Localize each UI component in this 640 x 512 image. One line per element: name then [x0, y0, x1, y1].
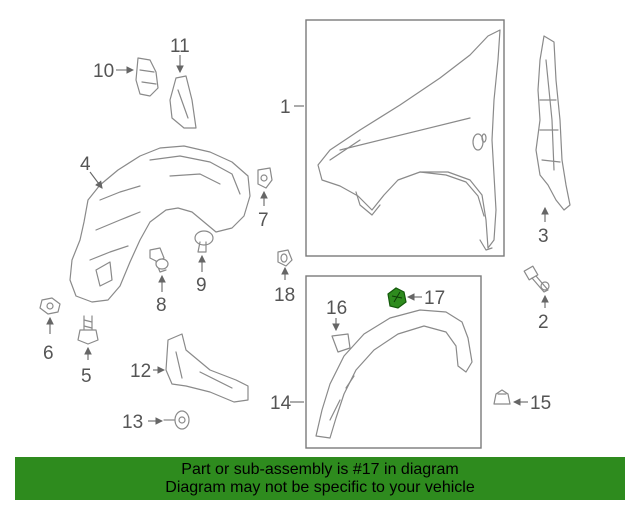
callout-12: 12 — [130, 361, 151, 382]
callout-8: 8 — [156, 295, 167, 316]
fender-group[interactable] — [305, 19, 505, 257]
part-3-bracket[interactable] — [535, 35, 571, 211]
callout-4: 4 — [80, 154, 91, 175]
callout-2: 2 — [538, 312, 549, 333]
callout-18: 18 — [274, 285, 295, 306]
callout-9: 9 — [196, 275, 207, 296]
part-17-highlight — [387, 287, 407, 309]
callout-5: 5 — [81, 366, 92, 387]
callout-10: 10 — [93, 61, 114, 82]
banner-line-2: Diagram may not be specific to your vehi… — [165, 479, 475, 496]
callout-15: 15 — [530, 393, 551, 414]
part-8-push-clip[interactable] — [149, 247, 169, 273]
part-9-screw[interactable] — [194, 230, 214, 253]
banner-line-1: Part or sub-assembly is #17 in diagram — [181, 461, 459, 478]
part-16-clip[interactable] — [331, 333, 351, 353]
callout-6: 6 — [43, 343, 54, 364]
parts-diagram: 1 3 2 10 11 4 7 — [39, 19, 571, 449]
callout-7: 7 — [258, 210, 269, 231]
fender-outline — [317, 29, 501, 249]
part-17-clip[interactable] — [387, 287, 407, 309]
callout-1: 1 — [280, 97, 291, 118]
callout-17: 17 — [424, 288, 445, 309]
part-4-fender-liner[interactable] — [69, 145, 251, 303]
callout-16: 16 — [326, 298, 347, 319]
part-11-seal[interactable] — [169, 75, 197, 129]
info-banner: Part or sub-assembly is #17 in diagram D… — [15, 457, 625, 500]
part-5-bolt[interactable] — [77, 315, 99, 345]
callout-14: 14 — [270, 393, 292, 414]
part-18-clip[interactable] — [277, 249, 293, 267]
part-2-bolt[interactable] — [523, 265, 550, 293]
callout-13: 13 — [122, 412, 143, 433]
callout-11: 11 — [170, 36, 190, 57]
part-15-clip[interactable] — [493, 389, 511, 405]
part-12-bracket[interactable] — [165, 333, 249, 403]
flare-box — [305, 275, 482, 449]
part-7-clip[interactable] — [257, 167, 273, 189]
part-6-nut[interactable] — [39, 297, 61, 315]
flare-group[interactable] — [305, 275, 482, 449]
part-13-screw[interactable] — [163, 410, 190, 430]
part-10-clip[interactable] — [135, 57, 159, 97]
callout-3: 3 — [538, 226, 549, 247]
fender-box — [305, 19, 505, 257]
